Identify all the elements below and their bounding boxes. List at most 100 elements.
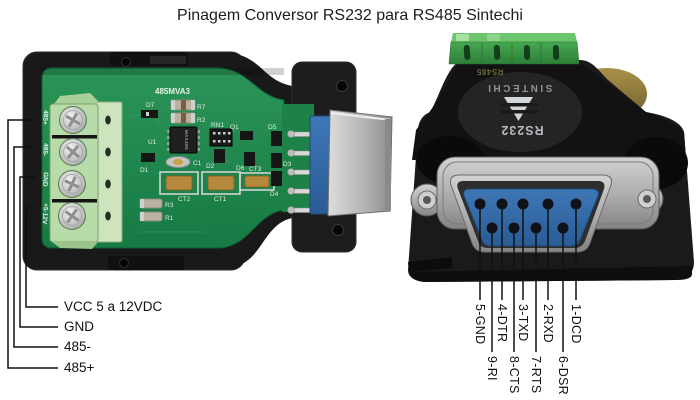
rs232-port-label: RS232 [500, 123, 543, 137]
component-cap [140, 199, 144, 208]
component-cap [191, 100, 195, 110]
silkscreen-c1: C1 [193, 160, 202, 167]
db9-pins [287, 130, 315, 214]
logo-stripe [500, 110, 538, 114]
rs485-port-terminal [448, 33, 580, 65]
pin-label-2-rxd: 2-RXD [541, 304, 555, 343]
terminal-label-485plus: 485+ [41, 110, 49, 125]
component-d4 [271, 171, 282, 186]
terminal-block-bottom-bevel [52, 242, 98, 249]
silkscreen-r2: R2 [197, 117, 206, 124]
terminal-screw [58, 170, 86, 198]
flange-hole [105, 147, 111, 157]
shell-highlight [330, 112, 392, 121]
component-u1-max485: MAX485 [167, 126, 200, 154]
component-d2 [214, 149, 225, 163]
silkscreen-ct1: CT1 [214, 196, 227, 203]
pin-label-8-cts: 8-CTS [507, 356, 521, 394]
logo-stripe [500, 103, 538, 107]
terminal-slot [463, 45, 471, 60]
terminal-screw [59, 138, 87, 166]
terminal-slot [493, 45, 501, 60]
silkscreen-ct3: CT3 [249, 166, 262, 173]
silkscreen-d2: D2 [206, 163, 215, 170]
case-bottom-step [408, 257, 452, 272]
pin-label-6-dsr: 6-DSR [556, 356, 570, 395]
jack-screw-center [643, 195, 651, 203]
case-clip-top-notch [150, 56, 186, 64]
chip-marking: MAX485 [184, 130, 189, 150]
terminal-divider [52, 199, 97, 203]
pcb-components: D7 R7 R2 U1 MAX485 RN1 [139, 99, 292, 222]
bracket-hole [336, 80, 348, 92]
terminal-screws [58, 106, 87, 230]
component-d6 [244, 152, 255, 166]
terminal-label-485minus: 485- [41, 143, 49, 156]
flange-hole [105, 211, 111, 221]
component-d1 [141, 153, 155, 162]
silkscreen-d7: D7 [146, 102, 155, 109]
terminal-label-gnd: GND [41, 172, 49, 187]
pcb-shadow [42, 68, 284, 75]
case-hole-bottom [119, 258, 129, 268]
flange-hole [105, 179, 111, 189]
component-ct2-bracket [159, 171, 199, 195]
terminal-highlight [487, 34, 500, 41]
component-cap [191, 113, 195, 123]
terminal-slot [523, 45, 531, 60]
silkscreen-ct2: CT2 [178, 196, 191, 203]
silkscreen-r1: R1 [165, 215, 174, 222]
left-annotations: VCC 5 a 12VDC GND 485- 485+ [7, 119, 163, 375]
component-q1 [240, 131, 253, 140]
pin-label-4-dtr: 4-DTR [495, 304, 509, 342]
rs485-terminal-block [49, 93, 123, 249]
brand-label: SINTECHI [486, 82, 553, 93]
terminal-slot [552, 45, 560, 60]
component-ct1 [207, 175, 235, 191]
pcb-tongue [282, 104, 314, 212]
component-rn1 [209, 128, 233, 147]
annotation-line-485plus [7, 119, 58, 369]
bracket-hole [332, 224, 344, 236]
page-title: Pinagem Conversor RS232 para RS485 Sinte… [177, 7, 523, 24]
terminal-label-vcc: +5-12V [40, 203, 49, 225]
silkscreen-q1: Q1 [230, 124, 239, 131]
right-module: RS485 SINTECHI RS232 [408, 33, 694, 395]
terminal-screw [59, 106, 87, 134]
wire-label-gnd: GND [64, 319, 94, 334]
component-d3 [271, 153, 282, 168]
component-ct3 [244, 175, 270, 188]
db9-male-shell [327, 109, 393, 217]
annotation-line-gnd [19, 176, 58, 328]
db9-insert-blue [463, 188, 599, 247]
pin-label-7-rts: 7-RTS [529, 356, 543, 393]
silkscreen-d5: D5 [268, 124, 277, 131]
shell-edge [385, 119, 391, 210]
terminal-divider [52, 135, 97, 139]
component-mark [146, 112, 149, 116]
component-cap [171, 100, 175, 110]
terminal-top-face [451, 33, 577, 42]
silkscreen-r3: R3 [165, 202, 174, 209]
pin-label-3-txd: 3-TXD [516, 304, 530, 342]
annotation-line-vcc [25, 207, 58, 308]
jack-screw-center [423, 196, 431, 204]
component-cap [171, 113, 175, 123]
terminal-screw [58, 202, 86, 230]
rs485-port-label: RS485 [476, 67, 503, 76]
wire-label-485minus: 485- [64, 339, 91, 354]
component-cap [140, 212, 144, 221]
silkscreen-u1: U1 [148, 139, 157, 146]
silkscreen-d1: D1 [140, 167, 149, 174]
wire-label-vcc: VCC 5 a 12VDC [64, 299, 163, 314]
db9-female-connector [410, 156, 664, 253]
board-code: 485MVA3 [155, 87, 191, 96]
silkscreen-d3: D3 [283, 161, 292, 168]
wire-label-485plus: 485+ [64, 360, 95, 375]
terminal-block-bevel [54, 93, 98, 104]
db9-male-connector [287, 80, 393, 236]
left-module: 485+ 485- GND +5-12V 485MVA3 D7 R7 R2 U1 [7, 51, 393, 375]
pin-label-1-dcd: 1-DCD [569, 304, 583, 344]
